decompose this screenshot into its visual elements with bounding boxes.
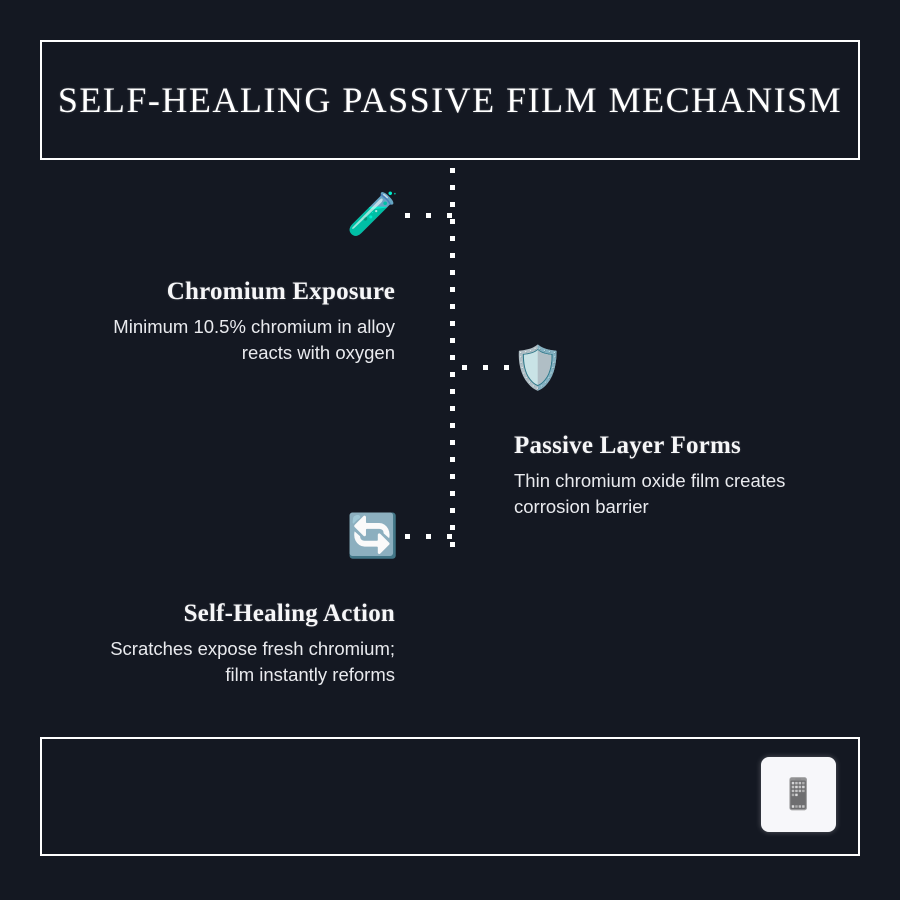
page-title: SELF-HEALING PASSIVE FILM MECHANISM: [57, 80, 843, 120]
test-tube-icon: 🧪: [346, 190, 400, 237]
step-2-body: Thin chromium oxide film creates corrosi…: [514, 470, 786, 517]
footer-card-icon: 📱: [779, 777, 818, 811]
connector-step-2: [462, 365, 514, 370]
title-banner: SELF-HEALING PASSIVE FILM MECHANISM: [40, 40, 860, 160]
flow-step-self-healing-action: 🔄 Self-Healing Action Scratches expose f…: [40, 508, 399, 688]
connector-step-1: [405, 213, 455, 218]
connector-step-3: [405, 534, 455, 539]
footer-panel: 📱: [40, 737, 860, 856]
step-2-heading: Passive Layer Forms: [514, 432, 741, 459]
flow-step-chromium-exposure: 🧪 Chromium Exposure Minimum 10.5% chromi…: [40, 186, 399, 366]
footer-card: 📱: [761, 757, 836, 832]
step-1-body: Minimum 10.5% chromium in alloy reacts w…: [113, 316, 395, 363]
refresh-icon: 🔄: [346, 512, 400, 559]
step-1-heading: Chromium Exposure: [166, 278, 395, 305]
step-3-body: Scratches expose fresh chromium; film in…: [110, 638, 395, 685]
flow-spine-dotted-line: [450, 168, 455, 550]
step-3-heading: Self-Healing Action: [183, 600, 395, 627]
shield-icon: 🛡️: [511, 344, 565, 391]
flow-step-passive-layer-forms: 🛡️ Passive Layer Forms Thin chromium oxi…: [512, 340, 860, 520]
